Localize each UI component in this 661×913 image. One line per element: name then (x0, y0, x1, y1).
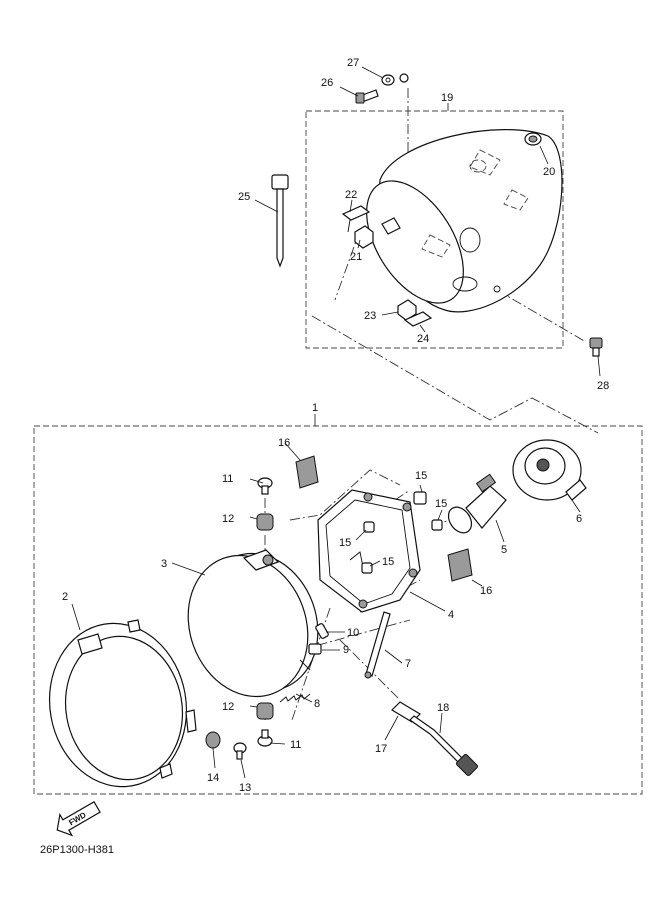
group-box-headlight-housing (305, 110, 564, 349)
bolt-26 (355, 89, 379, 104)
callout-15-b: 15 (435, 498, 447, 510)
washer-27 (381, 74, 395, 86)
callout-20: 20 (543, 166, 555, 178)
nut-9 (308, 643, 322, 655)
callout-labels: 1 2 3 4 5 6 7 8 9 10 11 11 12 12 13 14 1… (62, 57, 609, 794)
adjusting-screw-7 (364, 611, 391, 679)
cable-tie-25 (271, 174, 289, 268)
callout-14: 14 (207, 772, 219, 784)
headlight-bulb (447, 473, 507, 534)
callout-27: 27 (347, 57, 359, 69)
callout-25: 25 (238, 191, 250, 203)
callout-17: 17 (375, 743, 387, 755)
leader-lines (71, 66, 601, 779)
nut-15d (361, 562, 373, 574)
grommet-20 (524, 132, 542, 146)
callout-1: 1 (312, 402, 318, 414)
callout-21: 21 (350, 251, 362, 263)
callout-15-c: 15 (339, 537, 351, 549)
washer-27b (399, 73, 409, 83)
callout-5: 5 (501, 544, 507, 556)
callout-15-a: 15 (415, 470, 427, 482)
callout-10: 10 (347, 627, 359, 639)
spring-8 (279, 693, 311, 703)
callout-15-d: 15 (382, 556, 394, 568)
damper-12b (256, 702, 274, 720)
callout-16-a: 16 (278, 437, 290, 449)
screw-28 (589, 337, 603, 357)
light-bracket-plate (317, 489, 421, 613)
callout-18: 18 (437, 702, 449, 714)
grommet-14 (205, 731, 221, 749)
callout-13: 13 (239, 782, 251, 794)
boot-16b (447, 548, 473, 582)
callout-23: 23 (364, 310, 376, 322)
headlight-unit (187, 549, 319, 698)
callout-26: 26 (321, 77, 333, 89)
nut-15c (431, 519, 443, 531)
callout-19: 19 (441, 92, 453, 104)
group-box-headlight-assembly (33, 425, 643, 795)
callout-3: 3 (161, 558, 167, 570)
connector-23 (397, 299, 417, 321)
bracket-22 (341, 205, 371, 233)
collar-10 (315, 623, 329, 639)
headlight-rim (48, 619, 197, 788)
callout-16-b: 16 (480, 585, 492, 597)
callout-2: 2 (62, 591, 68, 603)
callout-24: 24 (417, 333, 429, 345)
screw-13 (233, 742, 247, 760)
harness-18 (409, 715, 478, 776)
callout-6: 6 (576, 513, 582, 525)
bulb-cover (512, 439, 587, 501)
diagram-code: 26P1300-H381 (40, 844, 114, 856)
callout-22: 22 (345, 189, 357, 201)
callout-9: 9 (343, 644, 349, 656)
forward-arrow-icon: FWD (56, 800, 101, 837)
bracket-24 (403, 311, 433, 327)
screw-11a (257, 477, 273, 495)
nut-15b (363, 521, 375, 533)
callout-8: 8 (314, 698, 320, 710)
screw-11b (257, 729, 273, 747)
callout-11-bottom: 11 (290, 739, 301, 751)
callout-12-top: 12 (222, 513, 234, 525)
callout-7: 7 (405, 658, 411, 670)
callout-4: 4 (448, 609, 454, 621)
callout-28: 28 (597, 380, 609, 392)
boot-16a (295, 455, 319, 489)
callout-12-bottom: 12 (222, 701, 234, 713)
callout-11-top: 11 (222, 473, 233, 485)
headlight-housing (366, 129, 563, 313)
damper-12a (256, 513, 274, 531)
nut-15a (413, 491, 427, 505)
